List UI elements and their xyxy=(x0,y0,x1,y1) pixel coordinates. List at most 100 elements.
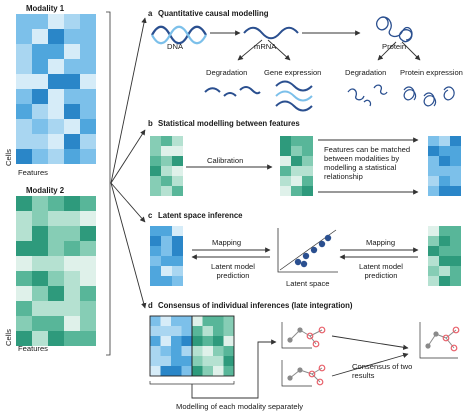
matrix-cell xyxy=(428,246,439,256)
panel-b-matrix-2 xyxy=(280,136,313,196)
panel-a-title: Quantitative causal modelling xyxy=(158,9,269,18)
expressed-proteins xyxy=(403,86,455,107)
matrix-cell xyxy=(80,74,96,89)
panel-b-matrix-3 xyxy=(428,136,461,196)
matrix-cell xyxy=(64,89,80,104)
degraded-mrna-fragments xyxy=(204,86,261,97)
matrix-cell xyxy=(150,166,161,176)
calibration-label: Calibration xyxy=(207,156,244,165)
matrix-cell xyxy=(439,266,450,276)
matrix-cell xyxy=(223,356,234,366)
cells-label-2: Cells xyxy=(4,329,13,346)
matrix-cell xyxy=(32,226,48,241)
matrix-cell xyxy=(213,356,224,366)
matrix-cell xyxy=(172,256,183,266)
matrix-cell xyxy=(150,236,161,246)
branch-arrow-d xyxy=(110,182,147,309)
matrix-cell xyxy=(150,266,161,276)
matrix-cell xyxy=(32,271,48,286)
panel-b-matrix-1 xyxy=(150,136,183,196)
panel-d-title: Consensus of individual inferences (late… xyxy=(158,301,353,310)
matrix-cell xyxy=(202,346,213,356)
matrix-cell xyxy=(48,241,64,256)
matrix-cell xyxy=(16,74,32,89)
expressed-mrna-strands xyxy=(275,80,313,112)
matrix-cell xyxy=(150,336,161,346)
matrix-cell xyxy=(16,134,32,149)
matrix-cell xyxy=(32,29,48,44)
matrix-cell xyxy=(48,196,64,211)
degraded-protein-fragments xyxy=(347,84,388,107)
matrix-cell xyxy=(428,136,439,146)
matrix-cell xyxy=(172,146,183,156)
panel-c-title: Latent space inference xyxy=(158,211,243,220)
matrix-cell xyxy=(64,29,80,44)
matrix-cell xyxy=(161,246,172,256)
matrix-cell xyxy=(428,236,439,246)
matrix-cell xyxy=(181,356,192,366)
matrix-cell xyxy=(428,156,439,166)
matrix-cell xyxy=(171,326,182,336)
mrna-strand xyxy=(243,26,299,40)
matrix-cell xyxy=(161,236,172,246)
matrix-cell xyxy=(150,346,161,356)
features-label-1: Features xyxy=(18,168,48,177)
mapping-left-label: Mapping xyxy=(212,238,242,247)
matrix-cell xyxy=(32,211,48,226)
matrix-cell xyxy=(64,241,80,256)
panel-d-bottom-bracket xyxy=(149,381,235,385)
matrix-cell xyxy=(302,156,313,166)
matrix-cell xyxy=(16,331,32,346)
matrix-cell xyxy=(32,74,48,89)
matrix-cell xyxy=(450,276,461,286)
matrix-cell xyxy=(16,256,32,271)
matrix-cell xyxy=(16,44,32,59)
matrix-cell xyxy=(213,346,224,356)
panel-b-letter: b xyxy=(148,119,153,128)
cells-label-1: Cells xyxy=(4,149,13,166)
latent-space-points xyxy=(294,234,332,268)
matrix-cell xyxy=(64,331,80,346)
matrix-cell xyxy=(450,136,461,146)
matrix-cell xyxy=(80,149,96,164)
latent-space-label: Latent space xyxy=(286,279,330,288)
matrix-cell xyxy=(150,186,161,196)
protein-down-right-arrow xyxy=(401,41,421,61)
matrix-cell xyxy=(202,356,213,366)
matrix-cell xyxy=(302,176,313,186)
mrna-down-right-arrow xyxy=(267,39,291,61)
matrix-cell xyxy=(80,316,96,331)
matrix-cell xyxy=(16,196,32,211)
matrix-cell xyxy=(202,336,213,346)
branch-arrows xyxy=(110,17,147,309)
matrix-cell xyxy=(223,346,234,356)
matrix-cell xyxy=(450,166,461,176)
matrix-cell xyxy=(302,146,313,156)
modality2-matrix xyxy=(16,196,96,346)
matrix-cell xyxy=(64,316,80,331)
matrix-cell xyxy=(172,276,183,286)
matrix-cell xyxy=(80,226,96,241)
matrix-cell xyxy=(161,256,172,266)
matrix-cell xyxy=(172,266,183,276)
matrix-cell xyxy=(64,256,80,271)
matrix-cell xyxy=(64,149,80,164)
matrix-cell xyxy=(291,166,302,176)
matrix-cell xyxy=(48,29,64,44)
matrix-cell xyxy=(280,176,291,186)
matrix-cell xyxy=(32,119,48,134)
matrix-cell xyxy=(64,211,80,226)
matrix-cell xyxy=(48,286,64,301)
matrix-cell xyxy=(192,336,203,346)
matrix-cell xyxy=(450,156,461,166)
matrix-cell xyxy=(161,156,172,166)
matrix-cell xyxy=(439,166,450,176)
features-label-2: Features xyxy=(18,344,48,353)
matrix-cell xyxy=(32,14,48,29)
matrix-cell xyxy=(161,146,172,156)
matrix-cell xyxy=(428,256,439,266)
protein-expression-label: Protein expression xyxy=(400,68,463,77)
matrix-cell xyxy=(450,266,461,276)
matrix-cell xyxy=(80,301,96,316)
matrix-cell xyxy=(291,146,302,156)
